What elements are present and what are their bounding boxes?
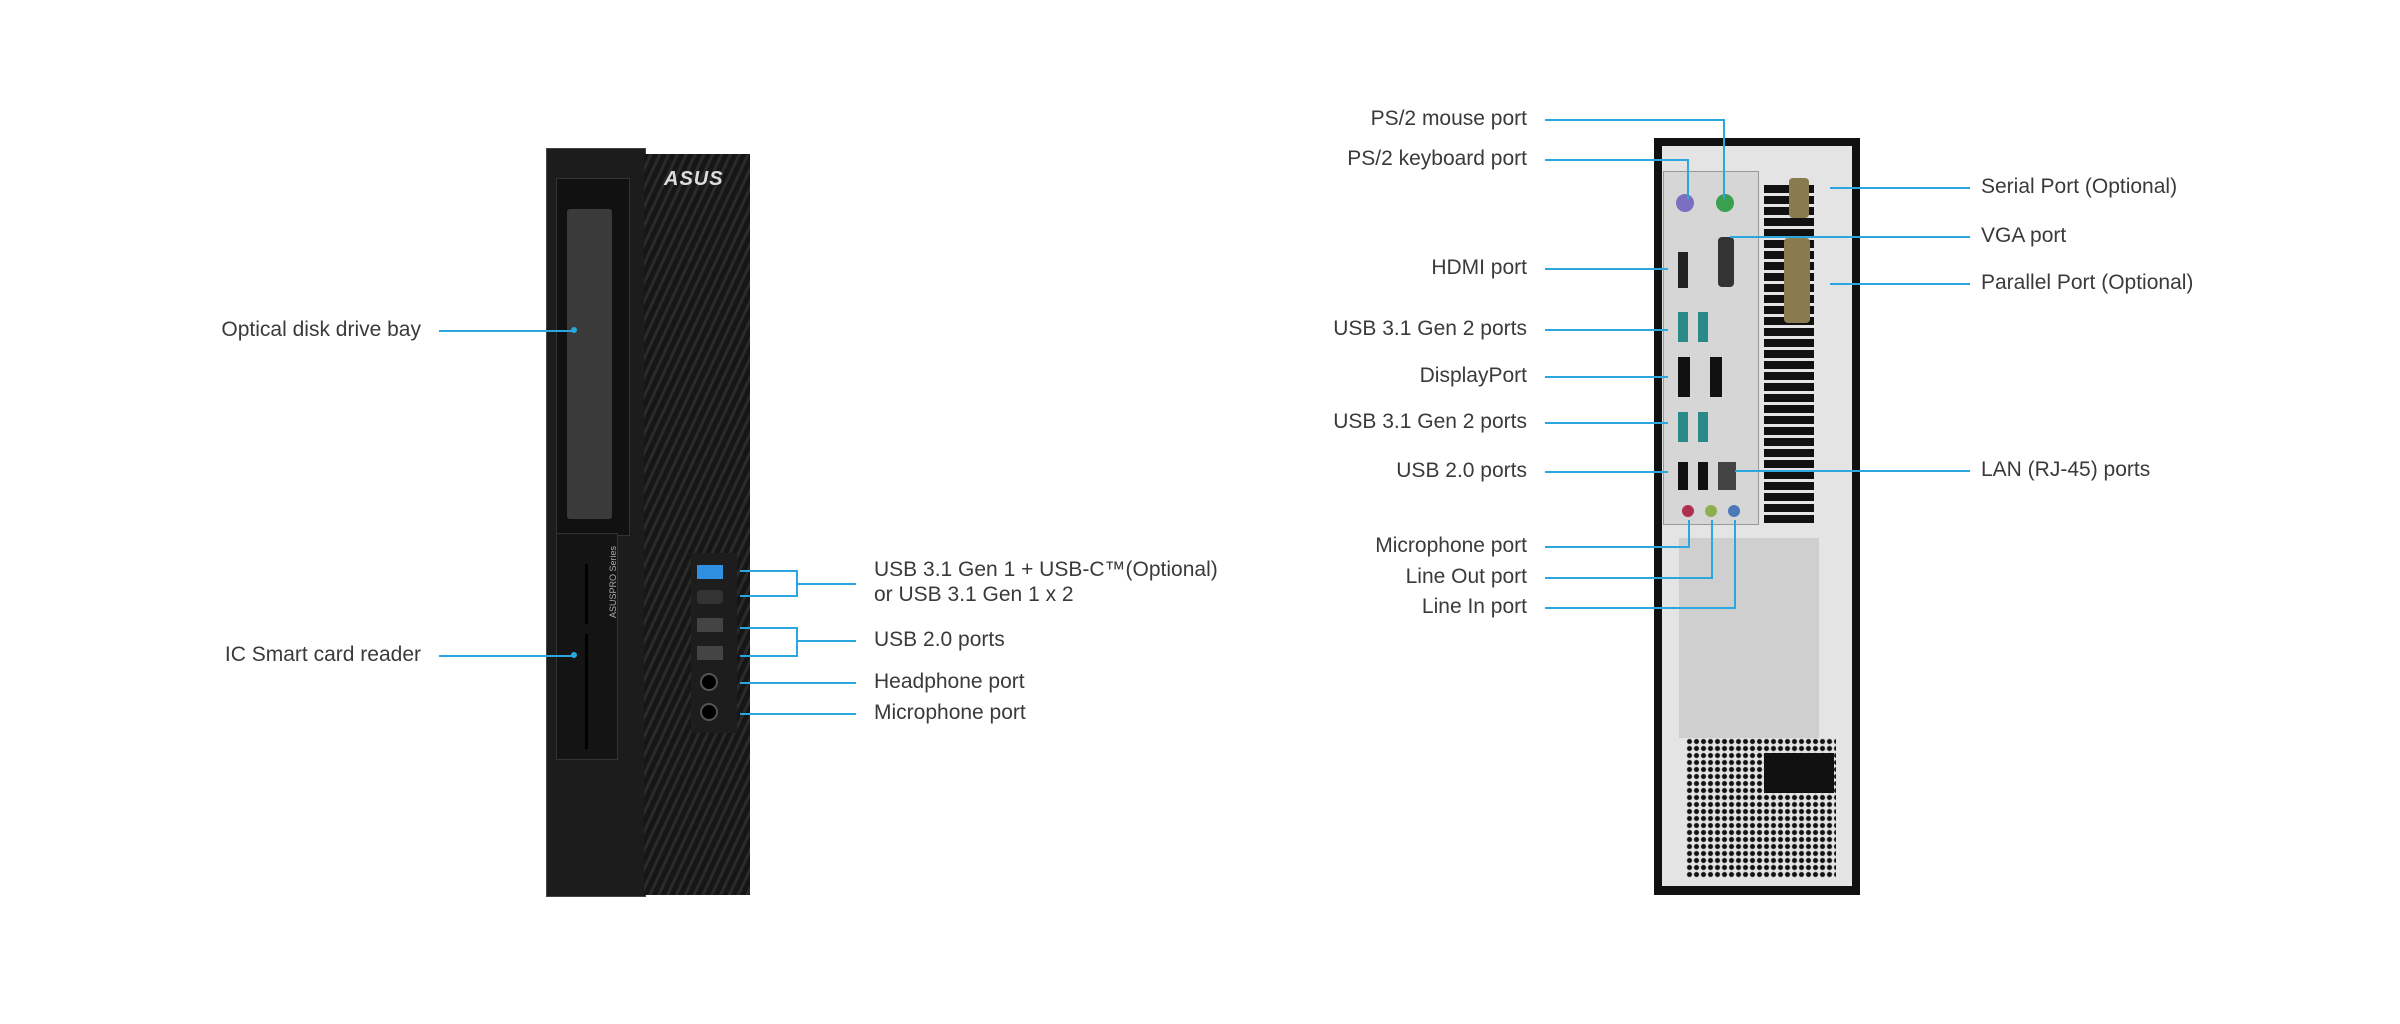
front-io-panel — [691, 553, 737, 733]
label-parallel: Parallel Port (Optional) — [1981, 271, 2194, 294]
card-reader — [556, 533, 618, 760]
label-displayport: DisplayPort — [1419, 364, 1527, 387]
io-plate — [1663, 171, 1759, 525]
front-chassis: ASUS ASUSPRO Series — [546, 148, 750, 897]
label-line-in: Line In port — [1421, 595, 1527, 618]
label-rear-microphone: Microphone port — [1375, 534, 1527, 557]
label-line-out: Line Out port — [1405, 565, 1527, 588]
label-front-usb31-line1: USB 3.1 Gen 1 + USB-C™(Optional) — [874, 558, 1218, 581]
label-vga: VGA port — [1981, 224, 2067, 247]
label-smart-card-reader: IC Smart card reader — [224, 643, 421, 666]
label-usb31-gen2-bottom: USB 3.1 Gen 2 ports — [1333, 410, 1527, 433]
label-front-usb31-line2: or USB 3.1 Gen 1 x 2 — [874, 583, 1074, 606]
label-front-usb20: USB 2.0 ports — [874, 628, 1005, 651]
label-usb31-gen2-top: USB 3.1 Gen 2 ports — [1333, 317, 1527, 340]
label-front-headphone: Headphone port — [874, 670, 1025, 693]
series-label: ASUSPRO Series — [608, 545, 618, 618]
rear-chassis — [1654, 138, 1860, 895]
optical-drive-bay — [556, 178, 630, 536]
label-ps2-mouse: PS/2 mouse port — [1370, 107, 1527, 130]
label-lan: LAN (RJ-45) ports — [1981, 458, 2151, 481]
label-ps2-keyboard: PS/2 keyboard port — [1347, 147, 1527, 170]
label-serial: Serial Port (Optional) — [1981, 175, 2178, 198]
label-rear-usb20: USB 2.0 ports — [1396, 459, 1527, 482]
asus-logo: ASUS — [664, 168, 724, 190]
label-front-microphone: Microphone port — [874, 701, 1026, 724]
label-optical-drive-bay: Optical disk drive bay — [221, 318, 421, 341]
label-hdmi: HDMI port — [1431, 256, 1527, 279]
